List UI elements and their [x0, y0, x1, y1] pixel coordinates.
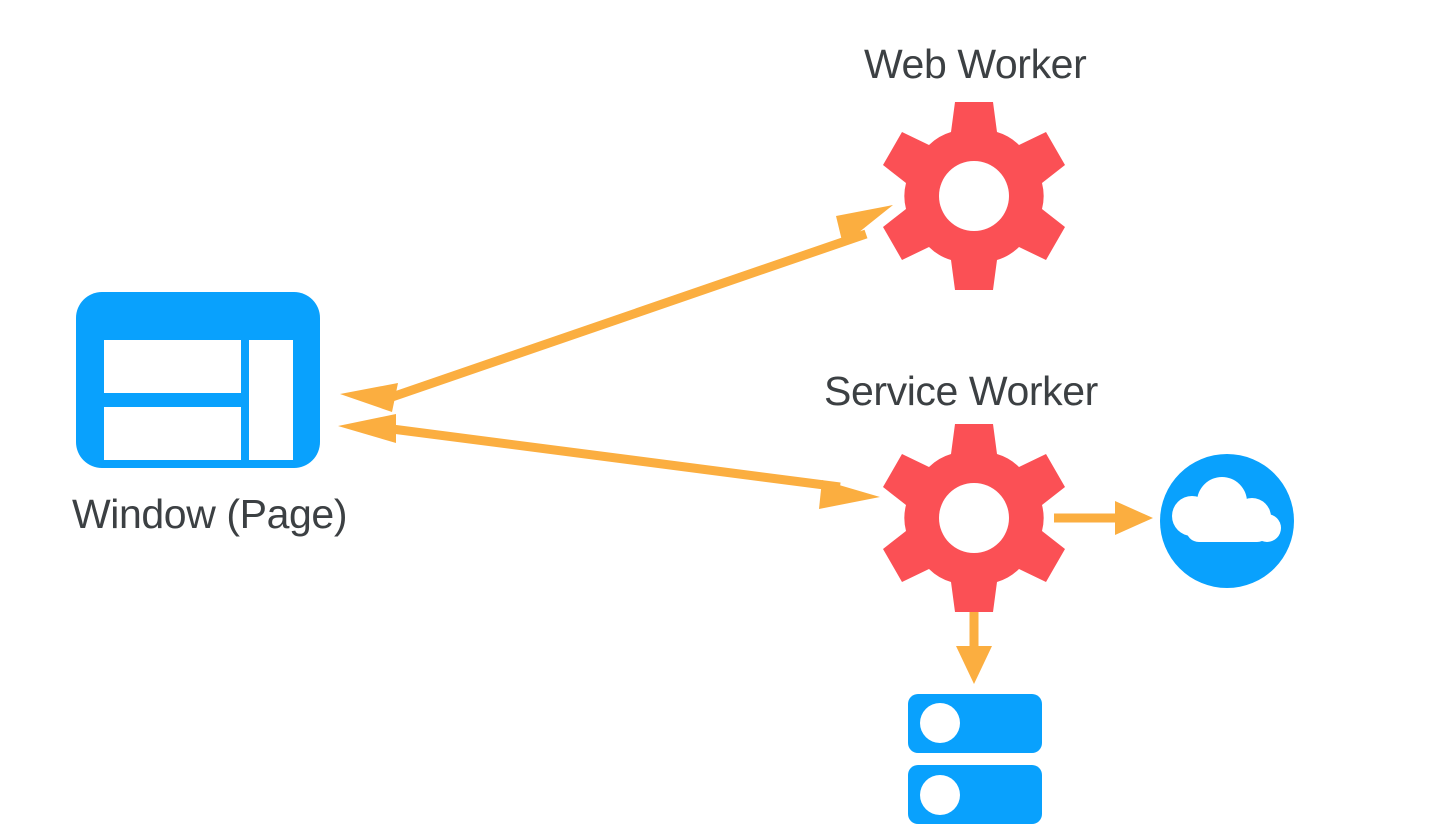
- gear-icon-service-worker[interactable]: [883, 424, 1065, 612]
- cloud-glyph: [1172, 477, 1281, 542]
- arrowhead-left-webworker: [340, 383, 398, 412]
- edge-window-webworker: [340, 205, 893, 412]
- edge-serviceworker-storage: [956, 608, 992, 684]
- arrowhead-network: [1115, 501, 1153, 535]
- database-indicator-2: [920, 775, 960, 815]
- arrowhead-left-serviceworker: [338, 414, 396, 443]
- edge-serviceworker-network: [1054, 501, 1153, 535]
- edge-window-serviceworker: [338, 414, 880, 509]
- arrowhead-storage: [956, 646, 992, 684]
- arrowhead-right-serviceworker: [819, 480, 880, 509]
- label-service-worker: Service Worker: [824, 368, 1098, 414]
- label-window-page: Window (Page): [72, 491, 348, 537]
- edge-line-window-webworker: [390, 229, 868, 402]
- database-icon[interactable]: [908, 694, 1042, 824]
- browser-window-icon[interactable]: [76, 292, 320, 468]
- label-web-worker: Web Worker: [864, 41, 1087, 87]
- database-indicator-1: [920, 703, 960, 743]
- edge-line-window-serviceworker: [391, 424, 841, 492]
- gear-icon-web-worker[interactable]: [883, 102, 1065, 290]
- arrowhead-right-webworker: [836, 205, 893, 245]
- cloud-icon[interactable]: [1160, 454, 1294, 588]
